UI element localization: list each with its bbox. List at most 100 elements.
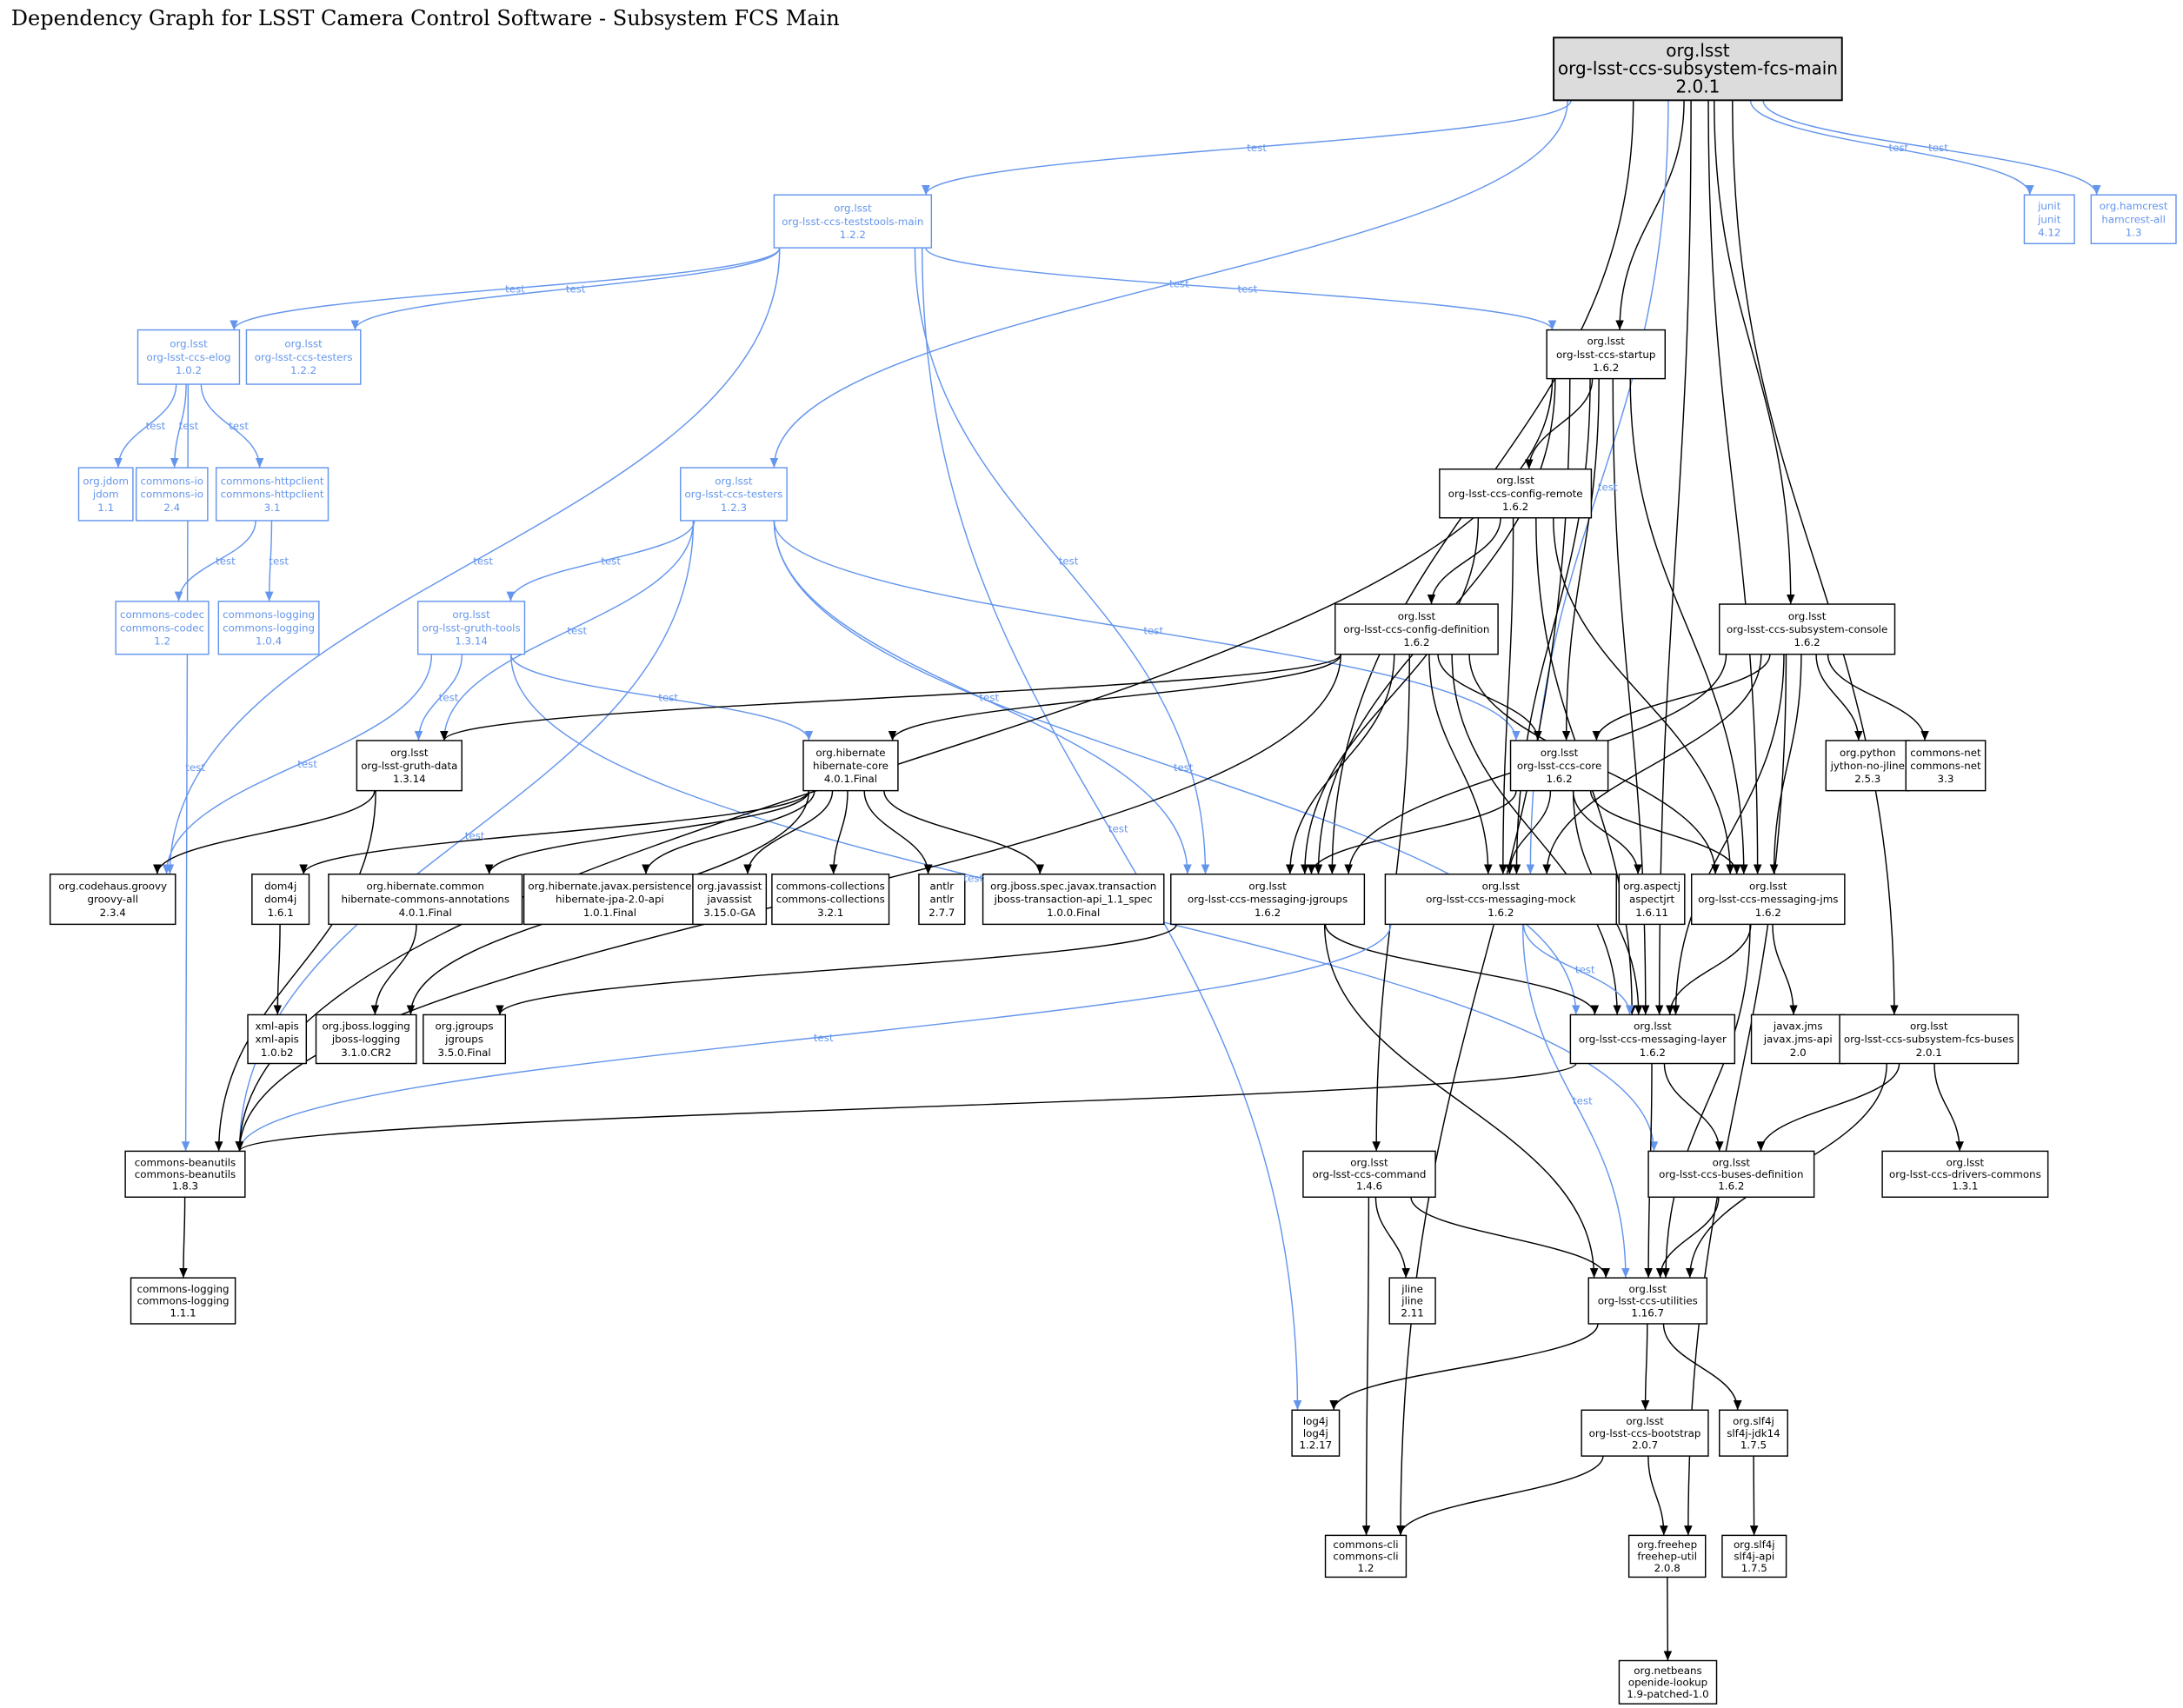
node-artifact: org-lsst-ccs-buses-definition: [1659, 1168, 1803, 1180]
node-group: org.jboss.logging: [323, 1020, 410, 1032]
node-group: org.lsst: [834, 203, 872, 215]
dependency-node-console[interactable]: org.lsstorg-lsst-ccs-subsystem-console1.…: [1719, 603, 1896, 655]
node-box: [247, 1014, 308, 1065]
dependency-edge: [170, 384, 187, 469]
node-artifact: antlr: [930, 894, 955, 906]
node-artifact: log4j: [1303, 1427, 1328, 1439]
dependency-edge: [773, 520, 1581, 1015]
node-artifact: org-lsst-ccs-subsystem-console: [1727, 623, 1887, 635]
node-artifact: commons-codec: [120, 621, 204, 634]
node-box: [522, 873, 696, 926]
dependency-edge: [743, 790, 834, 874]
node-artifact: junit: [2037, 213, 2061, 225]
edge-scope-label: test: [1928, 142, 1948, 154]
dependency-edge: [174, 520, 256, 601]
dependency-edge: [1756, 1063, 1900, 1152]
dependency-node-collections[interactable]: commons-collectionscommons-collections3.…: [771, 873, 890, 926]
node-group: org.lsst: [1910, 1020, 1948, 1032]
node-group: org.hamcrest: [2100, 200, 2168, 212]
dependency-node-teststools[interactable]: org.lsstorg-lsst-ccs-teststools-main1.2.…: [773, 194, 933, 249]
dependency-edge: [299, 790, 810, 874]
dependency-node-main[interactable]: org.lsstorg-lsst-ccs-subsystem-fcs-main2…: [1553, 37, 1843, 102]
node-version: 1.7.5: [1740, 1439, 1767, 1451]
node-version: 1.1: [97, 502, 114, 514]
node-version: 1.0.b2: [261, 1047, 294, 1059]
node-artifact: org-lsst-ccs-testers: [685, 488, 783, 501]
node-artifact: org-lsst-ccs-elog: [146, 351, 230, 363]
node-artifact: javax.jms-api: [1763, 1033, 1833, 1046]
dependency-node-fcsbuses[interactable]: org.lsstorg-lsst-ccs-subsystem-fcs-buses…: [1839, 1014, 2020, 1065]
node-group: org.freehep: [1637, 1539, 1697, 1551]
dependency-edge: [773, 520, 1521, 741]
dependency-node-layer[interactable]: org.lsstorg-lsst-ccs-messaging-layer1.6.…: [1569, 1014, 1736, 1065]
edge-scope-label: test: [1108, 823, 1128, 835]
dependency-node-configdef[interactable]: org.lsstorg-lsst-ccs-config-definition1.…: [1334, 603, 1499, 655]
node-artifact: org-lsst-ccs-subsystem-fcs-buses: [1844, 1033, 2014, 1046]
node-version: 1.6.11: [1635, 907, 1668, 919]
dependency-node-jpa[interactable]: org.hibernate.javax.persistencehibernate…: [522, 873, 696, 926]
node-artifact: jgroups: [444, 1033, 483, 1046]
node-box: [1905, 740, 1987, 792]
node-box: [423, 1014, 507, 1065]
node-version: 1.0.4: [256, 635, 282, 648]
node-box: [773, 194, 933, 249]
node-group: org.lsst: [452, 608, 490, 621]
node-group: org.aspectj: [1623, 880, 1681, 892]
node-box: [1750, 1014, 1846, 1065]
dependency-edge: [1732, 100, 1899, 1015]
dependency-node-drivers[interactable]: org.lsstorg-lsst-ccs-drivers-commons1.3.…: [1881, 1150, 2049, 1198]
dependency-edge: [1451, 654, 1621, 1015]
dependency-node-jta[interactable]: org.jboss.spec.javax.transactionjboss-tr…: [982, 873, 1165, 926]
node-artifact: commons-httpclient: [221, 488, 324, 501]
node-group: org.lsst: [1350, 1156, 1388, 1168]
dependency-node-busesdef[interactable]: org.lsstorg-lsst-ccs-buses-definition1.6…: [1647, 1150, 1815, 1198]
node-box: [1291, 1409, 1341, 1457]
dependency-node-annotations[interactable]: org.hibernate.commonhibernate-commons-an…: [328, 873, 523, 926]
dependency-node-netbeans[interactable]: org.netbeansopenide-lookup1.9-patched-1.…: [1618, 1659, 1718, 1705]
node-version: 1.2.2: [840, 229, 866, 241]
edge-scope-label: test: [216, 555, 236, 567]
dependency-node-msgjgroups[interactable]: org.lsstorg-lsst-ccs-messaging-jgroups1.…: [1170, 873, 1366, 926]
node-box: [416, 601, 526, 655]
